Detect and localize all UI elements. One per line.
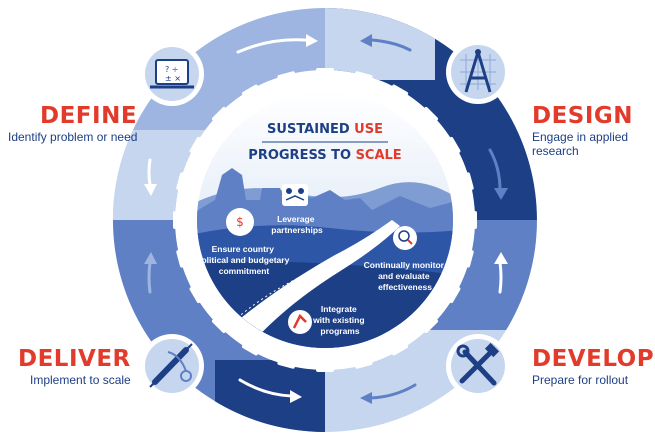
gear-tooth [189, 136, 211, 160]
gear-tooth [415, 310, 439, 334]
compass-grid-icon [446, 40, 510, 104]
gear-tooth [351, 71, 373, 91]
gear-tooth [454, 172, 474, 194]
phase-deliver: DELIVER Implement to scale [18, 346, 131, 387]
svg-text:± ×: ± × [165, 74, 181, 83]
svg-text:PROGRESS TO SCALE: PROGRESS TO SCALE [248, 148, 401, 163]
gear-tooth [461, 211, 477, 229]
gear-tooth [173, 211, 189, 229]
title-line-2: PROGRESS TO [248, 148, 355, 163]
phase-design-subtitle: Engage in applied research [532, 130, 629, 158]
money-hands-icon [226, 208, 254, 236]
calculator-laptop-icon: ? ÷ ± × [140, 42, 204, 106]
gear-tooth [316, 356, 334, 372]
svg-text:$: $ [236, 215, 244, 229]
phase-deliver-subtitle: Implement to scale [30, 373, 131, 387]
gear-tooth [385, 84, 409, 106]
gear-tooth [415, 106, 439, 130]
step-integrate-label: Integrate with existing programs [312, 304, 367, 336]
gear-tooth [351, 349, 373, 369]
phase-design: DESIGN Engage in applied research [532, 103, 655, 158]
hammer-wrench-icon [446, 334, 510, 398]
gear-tooth [241, 334, 265, 356]
phase-define-title: DEFINE [40, 103, 138, 129]
phase-define: DEFINE Identify problem or need [8, 103, 138, 144]
magnifier-chart-icon [393, 226, 417, 250]
gear-tooth [176, 172, 196, 194]
svg-text:? ÷: ? ÷ [165, 65, 179, 74]
gear-tooth [189, 280, 211, 304]
steps: $ [226, 184, 417, 334]
gear-tooth [439, 136, 461, 160]
phase-develop-title: DEVELOP [532, 346, 655, 372]
gear-tooth [211, 106, 235, 130]
phase-develop: DEVELOP Prepare for rollout [532, 346, 654, 387]
title-line-1: SUSTAINED [267, 122, 354, 137]
cycle-arrows [144, 34, 508, 404]
gear-tooth [211, 310, 235, 334]
gear-tooth [241, 84, 265, 106]
gear-tooth [277, 349, 299, 369]
step-monitor-label: Continually monitor and evaluate effecti… [364, 260, 447, 292]
gear-tooth [316, 68, 334, 84]
step-partnerships-label: Leverage partnerships [271, 214, 323, 235]
phase-define-subtitle: Identify problem or need [8, 130, 138, 144]
step-commitment-label: Ensure country political and budgetary c… [196, 244, 291, 276]
phase-develop-subtitle: Prepare for rollout [532, 373, 629, 387]
handshake-people-icon [282, 184, 308, 206]
gear-tooth [439, 280, 461, 304]
inner-scene [197, 92, 453, 348]
phase-icons: ? ÷ ± × [140, 40, 510, 398]
gear-tooth [385, 334, 409, 356]
gear-tooth [176, 246, 196, 268]
center-title: SUSTAINED USE PROGRESS TO SCALE [248, 122, 401, 163]
gear-tooth [454, 246, 474, 268]
phase-design-title: DESIGN [532, 103, 634, 129]
gear-tooth [277, 71, 299, 91]
integrate-arrow-icon [288, 310, 312, 334]
phase-deliver-title: DELIVER [18, 346, 131, 372]
svg-text:SUSTAINED USE: SUSTAINED USE [267, 122, 383, 137]
syringe-stethoscope-icon [140, 334, 204, 398]
